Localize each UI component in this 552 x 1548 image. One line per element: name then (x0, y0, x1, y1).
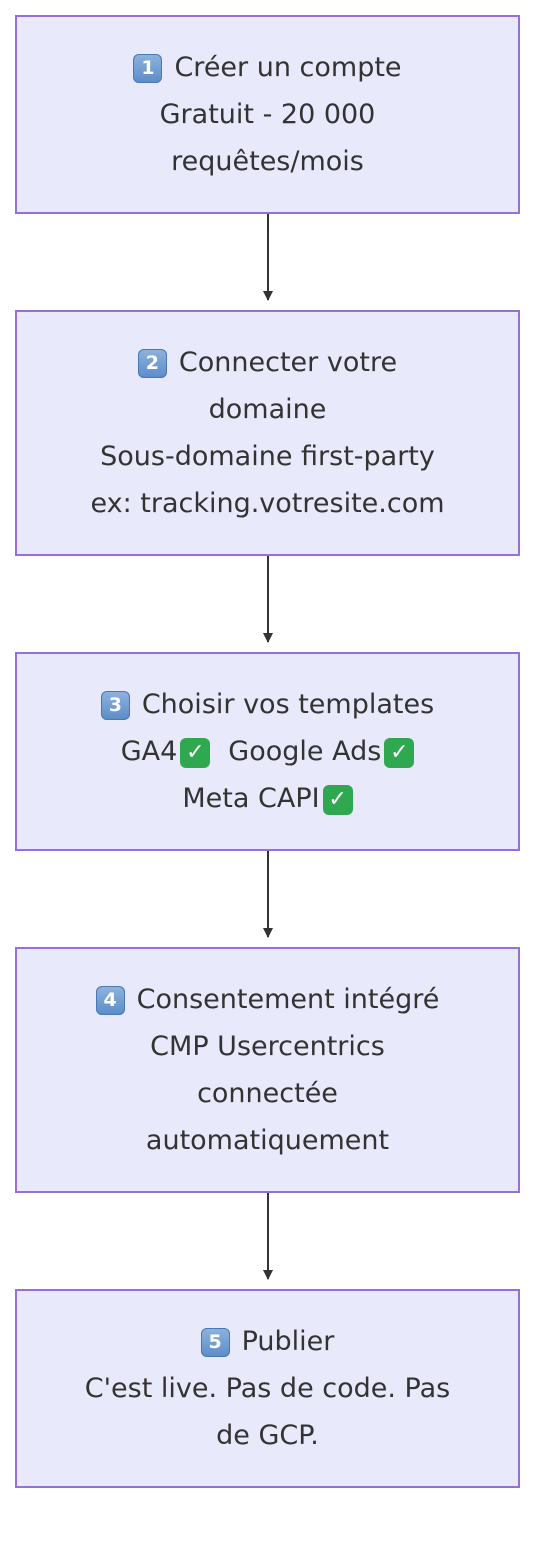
step-1-line-1: Gratuit - 20 000 (159, 99, 376, 130)
step-3-templates-line-1: GA4✓Google Ads✓ (121, 728, 415, 775)
step-5-line-2: de GCP. (216, 1420, 319, 1451)
step-2-node: 2 Connecter votre domaine Sous-domaine fi… (15, 310, 520, 556)
step-2-line-2: Sous-domaine first-party (100, 441, 435, 472)
template-ga4: GA4 (120, 736, 178, 767)
step-4-title: Consentement intégré (136, 984, 440, 1015)
check-mark-button-icon: ✓ (384, 738, 415, 768)
check-mark-button-icon: ✓ (180, 738, 211, 768)
step-4-node: 4 Consentement intégré CMP Usercentrics c… (15, 947, 520, 1193)
step-3-title-line: 3 Choisir vos templates (100, 681, 435, 728)
template-google-ads: Google Ads (228, 736, 382, 767)
check-mark-button-icon: ✓ (322, 785, 353, 815)
step-4-title-line: 4 Consentement intégré (95, 976, 440, 1023)
step-4-line-2: connectée (197, 1078, 338, 1109)
keycap-digit-2-icon: 2 (137, 349, 167, 378)
step-2-title: Connecter votre (178, 347, 398, 378)
step-4-line-1: CMP Usercentrics (150, 1031, 385, 1062)
step-2-title-line: 2 Connecter votre (137, 339, 398, 386)
template-meta-capi: Meta CAPI (182, 783, 320, 814)
step-3-title: Choisir vos templates (141, 689, 435, 720)
step-5-line-1: C'est live. Pas de code. Pas (84, 1373, 451, 1404)
step-2-line-1: domaine (208, 394, 327, 425)
step-2-line-3: ex: tracking.votresite.com (90, 488, 445, 519)
keycap-digit-1-icon: 1 (133, 54, 163, 83)
step-5-node: 5 Publier C'est live. Pas de code. Pas de… (15, 1289, 520, 1488)
step-5-title: Publier (241, 1326, 335, 1357)
step-3-templates-line-2: Meta CAPI✓ (182, 775, 353, 822)
step-5-title-line: 5 Publier (200, 1318, 335, 1365)
step-1-node: 1 Créer un compte Gratuit - 20 000 requêt… (15, 15, 520, 214)
step-1-line-2: requêtes/mois (171, 146, 364, 177)
step-1-title-line: 1 Créer un compte (133, 44, 402, 91)
keycap-digit-5-icon: 5 (200, 1328, 230, 1357)
keycap-digit-3-icon: 3 (100, 691, 130, 720)
step-1-title: Créer un compte (174, 52, 402, 83)
keycap-digit-4-icon: 4 (95, 986, 125, 1015)
step-4-line-3: automatiquement (145, 1125, 390, 1156)
